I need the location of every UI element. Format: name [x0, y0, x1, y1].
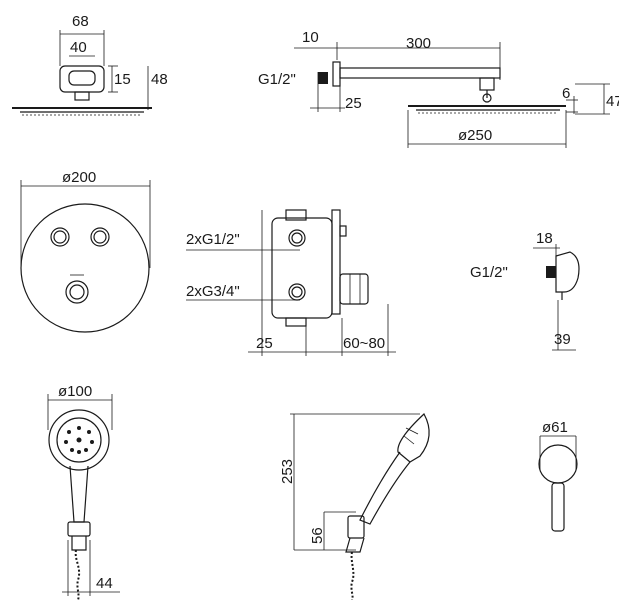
round-control-plate: ø200 [20, 169, 151, 333]
hand-front-holder-44: 44 [96, 575, 113, 592]
head-front-width-68: 68 [72, 13, 89, 30]
valve-inlet-bottom: 2xG3/4" [186, 283, 240, 300]
head-side-height-47: 47 [606, 93, 619, 110]
hand-shower-front-view: ø100 44 [47, 383, 120, 600]
shower-head-front-view: 68 40 15 48 [12, 13, 168, 116]
head-side-arm-300: 300 [406, 35, 431, 52]
valve-depth-range: 60~80 [343, 335, 385, 352]
valve-inlet-top: 2xG1/2" [186, 231, 240, 248]
head-front-height-48: 48 [151, 71, 168, 88]
valve-depth-25: 25 [256, 335, 273, 352]
head-front-width-40: 40 [70, 39, 87, 56]
mixer-knob: ø61 [538, 419, 578, 532]
head-side-plate-6: 6 [562, 85, 570, 102]
outlet-width-18: 18 [536, 230, 553, 247]
head-front-height-15: 15 [114, 71, 131, 88]
hand-side-holder-56: 56 [309, 527, 326, 544]
head-side-diameter-250: ø250 [458, 127, 492, 144]
head-side-depth-25: 25 [345, 95, 362, 112]
hand-side-length-253: 253 [279, 459, 296, 484]
knob-diameter-61: ø61 [542, 419, 568, 436]
outlet-height-39: 39 [554, 331, 571, 348]
wall-outlet: 18 G1/2" 39 [470, 230, 580, 351]
shower-head-side-view: 10 300 G1/2" 25 ø250 6 47 [258, 29, 619, 148]
hand-shower-side-view: 253 56 [279, 413, 430, 600]
outlet-thread: G1/2" [470, 264, 508, 281]
spray-nozzles [64, 426, 94, 454]
plate-diameter-200: ø200 [62, 169, 96, 186]
concealed-valve-body: 2xG1/2" 2xG3/4" 25 60~80 [186, 209, 396, 356]
hand-front-diameter-100: ø100 [58, 383, 92, 400]
head-side-offset-10: 10 [302, 29, 319, 46]
head-side-thread: G1/2" [258, 71, 296, 88]
